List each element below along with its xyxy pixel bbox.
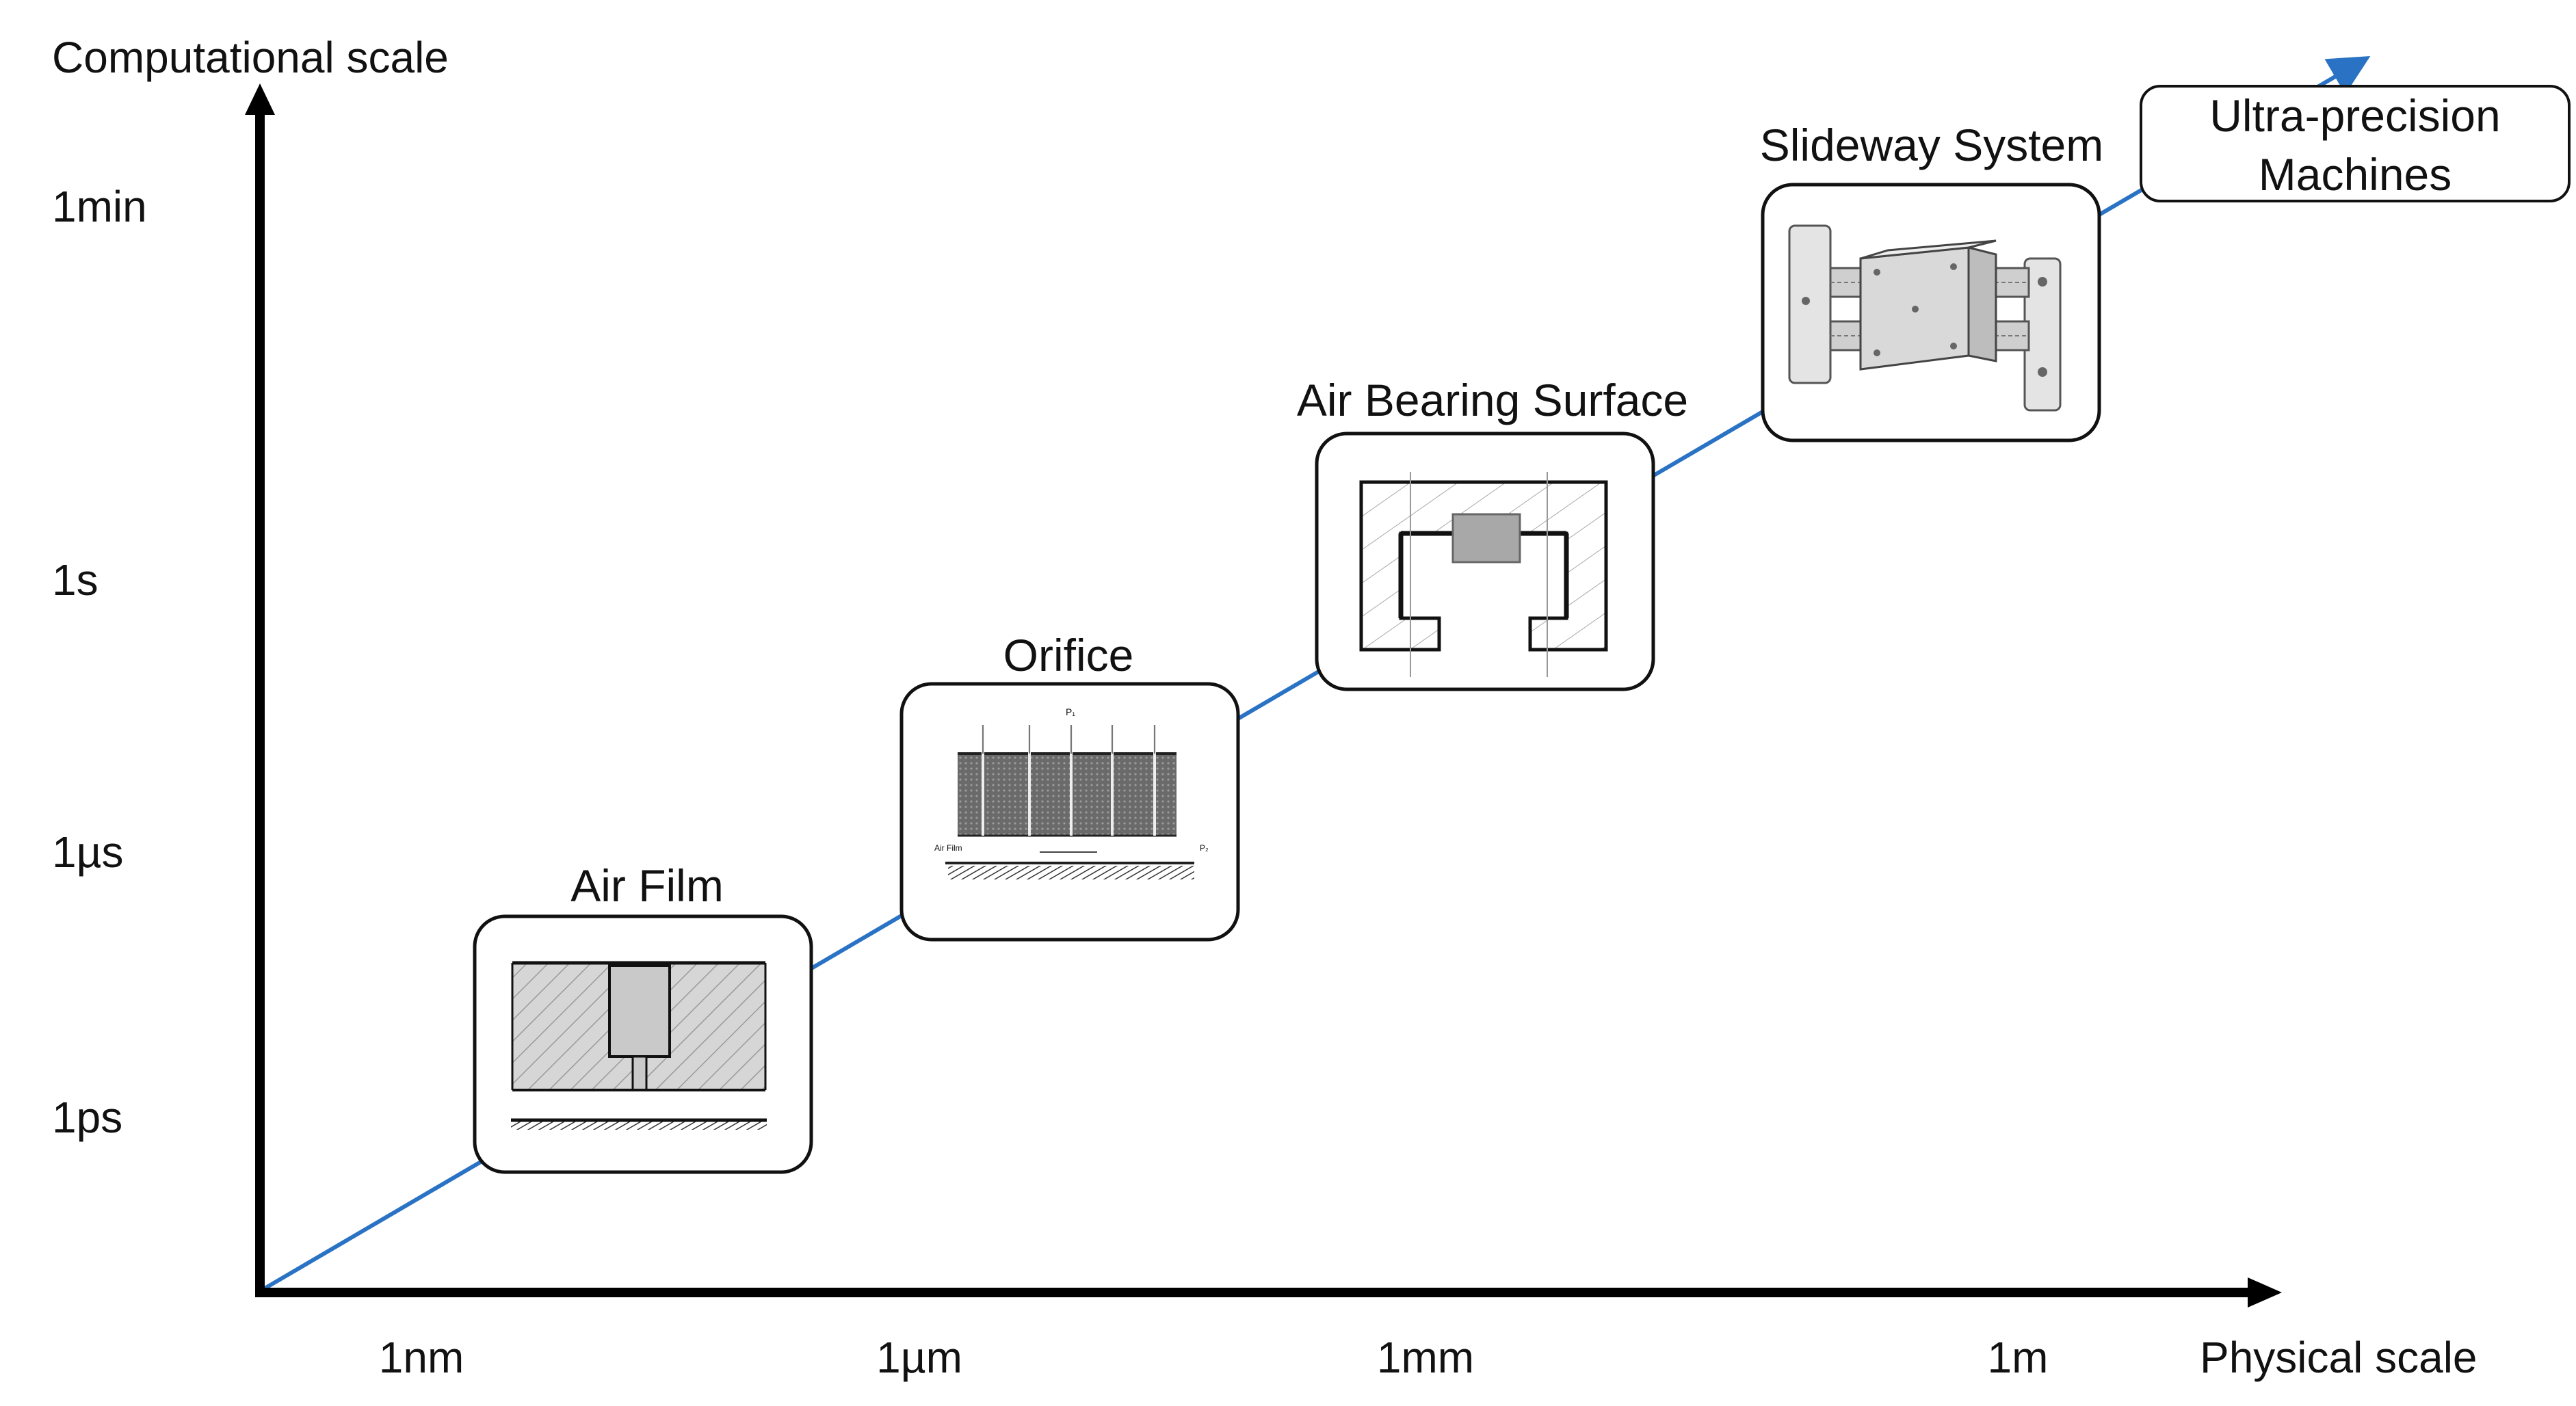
air-bearing-schematic — [1359, 472, 1608, 677]
orifice-schematic: P₁ Air Film P₂ — [934, 706, 1209, 879]
node-air-bearing-surface: Air Bearing Surface — [1297, 375, 1688, 691]
node-title: Orifice — [1003, 630, 1134, 680]
node-title: Air Bearing Surface — [1297, 375, 1688, 425]
y-tick-label: 1µs — [52, 827, 123, 877]
node-title: Air Film — [570, 860, 724, 911]
orifice-pressure-label: P₁ — [1066, 706, 1075, 717]
y-tick-label: 1ps — [52, 1093, 122, 1142]
node-box — [2140, 85, 2571, 202]
node-title: Slideway System — [1760, 120, 2104, 170]
x-tick-label: 1m — [1988, 1333, 2049, 1382]
orifice-pressure-label: P₂ — [1200, 843, 1209, 853]
orifice-airfilm-label: Air Film — [934, 843, 962, 853]
slideway-illustration — [1788, 224, 2062, 412]
x-axis-arrowhead — [2248, 1277, 2282, 1308]
x-tick-label: 1nm — [379, 1333, 464, 1382]
y-axis-arrowhead — [245, 83, 275, 115]
y-tick-label: 1s — [52, 555, 98, 605]
node-title-line1: Ultra-precision — [2209, 90, 2500, 141]
y-tick-label: 1min — [52, 182, 147, 231]
node-title-line2: Machines — [2259, 149, 2452, 200]
node-ultra-precision-machines: Ultra-precision Machines — [2140, 85, 2571, 202]
y-axis-title: Computational scale — [52, 33, 449, 82]
air-film-schematic — [511, 961, 767, 1130]
node-air-film: Air Film — [473, 860, 813, 1174]
node-slideway-system: Slideway System — [1760, 120, 2104, 442]
node-orifice: Orifice P₁ Air Film P₂ — [899, 630, 1240, 942]
x-tick-label: 1µm — [876, 1333, 962, 1382]
x-axis-title: Physical scale — [2200, 1333, 2478, 1382]
x-tick-label: 1mm — [1377, 1333, 1474, 1382]
